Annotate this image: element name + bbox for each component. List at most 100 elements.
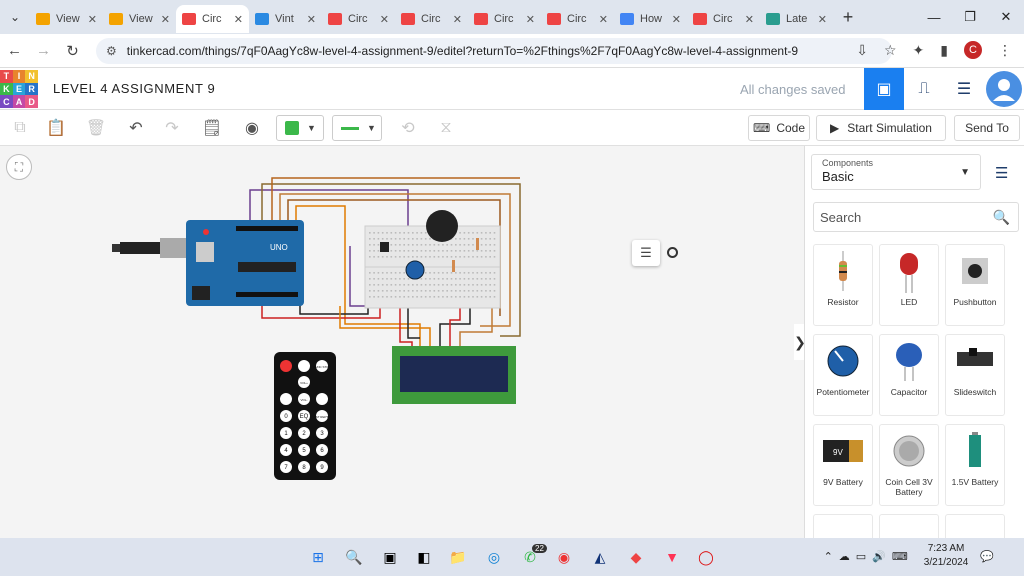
potentiometer[interactable] — [405, 260, 425, 280]
notes-icon[interactable]: 🗒 — [201, 120, 223, 137]
usb-cable[interactable] — [112, 238, 188, 258]
tab-close-icon[interactable]: ✕ — [525, 13, 535, 26]
send-to-button[interactable]: Send To — [954, 115, 1020, 141]
sidebar-icon[interactable]: ▮ — [940, 41, 948, 58]
component-list-icon[interactable]: ☰ — [956, 81, 972, 98]
components-dropdown[interactable]: Components Basic ▼ — [811, 154, 981, 190]
windows-start-icon[interactable]: ⊞ — [312, 548, 324, 565]
component-card[interactable] — [813, 514, 873, 538]
browser-tab[interactable]: Circ✕ — [541, 5, 614, 33]
project-title[interactable]: LEVEL 4 ASSIGNMENT 9 — [53, 81, 216, 96]
browser-tab[interactable]: View✕ — [103, 5, 176, 33]
forward-icon[interactable]: → — [36, 42, 51, 59]
wire-type-picker[interactable]: ▼ — [332, 115, 382, 141]
browser-tab[interactable]: View✕ — [30, 5, 103, 33]
arduino-uno[interactable]: UNO — [186, 220, 304, 306]
restore-icon[interactable]: ❐ — [964, 9, 976, 24]
battery-icon[interactable]: ▭ — [855, 550, 867, 563]
user-avatar[interactable] — [986, 71, 1022, 107]
list-view-icon[interactable]: ☰ — [995, 165, 1009, 182]
file-explorer-icon[interactable]: 📁 — [449, 548, 467, 565]
resistor[interactable] — [476, 238, 479, 250]
widgets-icon[interactable]: ◧ — [417, 548, 431, 565]
tab-search-button[interactable]: ⌄ — [9, 10, 21, 24]
clock[interactable]: 7:23 AM 3/21/2024 — [923, 543, 969, 568]
edge-icon[interactable]: ◎ — [487, 548, 501, 565]
component-card[interactable]: Coin Cell 3V Battery — [879, 424, 939, 506]
close-window-icon[interactable]: ✕ — [1000, 9, 1012, 24]
office-icon[interactable]: ◆ — [630, 548, 642, 565]
browser-menu-icon[interactable]: ⋮ — [998, 41, 1012, 58]
extensions-icon[interactable]: ✦ — [912, 41, 925, 58]
component-card[interactable]: Slideswitch — [945, 334, 1005, 416]
cloud-icon[interactable]: ☁ — [838, 550, 850, 563]
component-card[interactable]: Resistor — [813, 244, 873, 326]
speaker-icon[interactable]: 🔊 — [872, 550, 886, 563]
wire-color-picker[interactable]: ▼ — [276, 115, 324, 141]
browser-tab[interactable]: Late✕ — [760, 5, 833, 33]
panel-collapse-icon[interactable]: ❯ — [794, 324, 804, 360]
browser-tab[interactable]: Vint✕ — [249, 5, 322, 33]
new-tab-button[interactable]: + — [842, 6, 854, 27]
resistor[interactable] — [452, 260, 455, 272]
undo-icon[interactable]: ↶ — [129, 120, 143, 137]
reload-icon[interactable]: ↻ — [66, 42, 79, 60]
keyboard-icon[interactable]: ⌨ — [891, 550, 908, 563]
back-icon[interactable]: ← — [7, 42, 22, 59]
chat-icon[interactable]: 💬 — [980, 550, 994, 563]
delete-icon[interactable]: 🗑 — [85, 120, 107, 137]
browser-tab[interactable]: Circ✕ — [687, 5, 760, 33]
flip-icon[interactable]: ⧖ — [440, 119, 452, 136]
fit-view-icon[interactable]: ⛶ — [6, 154, 32, 180]
whatsapp-icon[interactable]: ✆ — [524, 548, 536, 565]
task-view-icon[interactable]: ▣ — [383, 548, 397, 565]
component-search[interactable]: 🔍 — [813, 202, 1019, 232]
brave-icon[interactable]: ▼ — [665, 549, 679, 565]
notes-anchor[interactable] — [667, 247, 678, 258]
site-info-icon[interactable]: ⚙ — [106, 44, 117, 58]
redo-icon[interactable]: ↷ — [165, 120, 179, 137]
component-card[interactable]: LED — [879, 244, 939, 326]
search-icon[interactable]: 🔍 — [992, 209, 1010, 225]
piezo-buzzer[interactable] — [426, 210, 458, 242]
browser-tab[interactable]: Circ✕ — [322, 5, 395, 33]
component-card[interactable]: Capacitor — [879, 334, 939, 416]
tab-close-icon[interactable]: ✕ — [160, 13, 170, 26]
view-toggle-icon[interactable]: ◉ — [245, 120, 259, 137]
tab-close-icon[interactable]: ✕ — [817, 13, 827, 26]
lcd-16x2[interactable] — [392, 346, 516, 404]
bookmark-star-icon[interactable]: ☆ — [883, 41, 897, 58]
component-card[interactable]: Pushbutton — [945, 244, 1005, 326]
tab-close-icon[interactable]: ✕ — [598, 13, 608, 26]
minimize-icon[interactable]: — — [927, 9, 941, 25]
start-simulation-button[interactable]: ▶ Start Simulation — [816, 115, 946, 141]
chevron-up-icon[interactable]: ⌃ — [823, 550, 833, 563]
tab-close-icon[interactable]: ✕ — [744, 13, 754, 26]
profile-avatar[interactable]: C — [964, 41, 982, 59]
tab-close-icon[interactable]: ✕ — [671, 13, 681, 26]
notes-toggle-icon[interactable]: ☰ — [632, 240, 660, 266]
app-icon[interactable]: ◭ — [594, 548, 606, 565]
code-button[interactable]: ⌨ Code — [748, 115, 810, 141]
url-field[interactable]: ⚙ tinkercad.com/things/7qF0AagYc8w-level… — [96, 38, 892, 64]
tab-close-icon[interactable]: ✕ — [233, 13, 243, 26]
rotate-icon[interactable]: ⟲ — [401, 120, 415, 137]
browser-tab[interactable]: Circ✕ — [395, 5, 468, 33]
circuit-canvas[interactable]: ⛶ — [0, 146, 804, 538]
component-card[interactable]: Potentiometer — [813, 334, 873, 416]
install-app-icon[interactable]: ⇩ — [856, 41, 868, 58]
browser-tab[interactable]: Circ✕ — [176, 5, 249, 33]
component-card[interactable] — [945, 514, 1005, 538]
circuit-view-icon[interactable]: ▣ — [864, 68, 904, 110]
copy-icon[interactable]: ⧉ — [14, 119, 26, 136]
schematic-view-icon[interactable]: ⎍ — [918, 80, 930, 97]
paste-icon[interactable]: 📋 — [46, 120, 66, 137]
component-card[interactable]: 1.5V Battery — [945, 424, 1005, 506]
tab-close-icon[interactable]: ✕ — [306, 13, 316, 26]
tab-close-icon[interactable]: ✕ — [87, 13, 97, 26]
tab-close-icon[interactable]: ✕ — [452, 13, 462, 26]
component-card[interactable] — [879, 514, 939, 538]
